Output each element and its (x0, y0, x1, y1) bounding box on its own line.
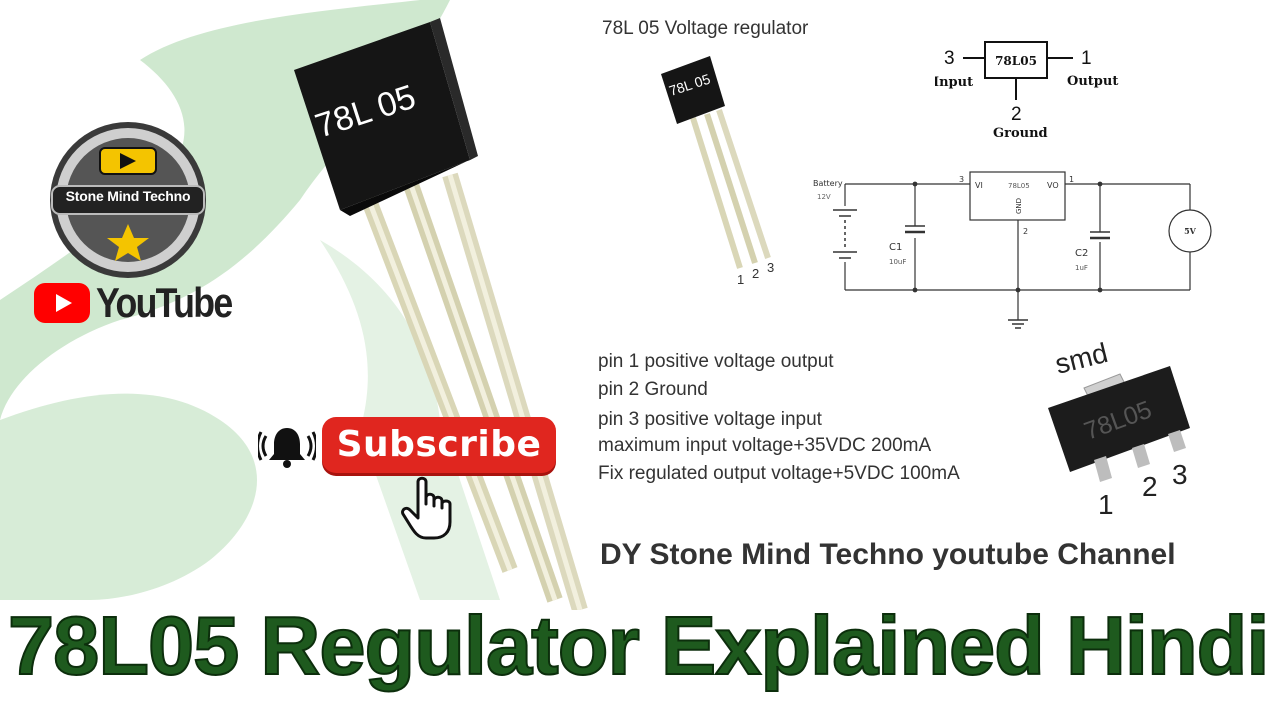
headline: 78L05 Regulator Explained Hindi (7, 598, 1270, 693)
schematic-c1-value: 10uF (889, 258, 906, 266)
schematic-battery-label: Battery (813, 179, 843, 188)
hand-pointer-icon (401, 476, 452, 540)
schematic-c2-label: C2 (1075, 248, 1088, 259)
pin-diagram-chip-label: 78L05 (995, 54, 1037, 68)
schematic-battery-voltage: 12V (817, 193, 831, 201)
pin-diagram-ground-pin: 2 (1011, 104, 1022, 125)
subscribe-button[interactable]: Subscribe (322, 417, 556, 473)
small-transistor-pin-2: 2 (752, 266, 759, 281)
star-icon (107, 224, 149, 261)
schematic-pin3: 3 (959, 175, 964, 184)
schematic-c2-value: 1uF (1075, 264, 1088, 272)
channel-logo-name: Stone Mind Techno (65, 188, 191, 204)
pin-diagram-output-pin: 1 (1081, 48, 1092, 69)
pin-diagram: 78L05 3 1 2 Input Output Ground (935, 41, 1118, 141)
pin-diagram-output-label: Output (1067, 74, 1118, 89)
schematic-pin2: 2 (1023, 227, 1028, 236)
small-transistor-pin-1: 1 (737, 272, 744, 287)
spec-line: Fix regulated output voltage+5VDC 100mA (598, 463, 960, 484)
spec-line: pin 3 positive voltage input (598, 409, 822, 430)
schematic-ic-label: 78L05 (1008, 182, 1030, 190)
schematic-vi-label: VI (975, 181, 983, 190)
small-transistor-image: 78L 05 1 2 3 (661, 56, 774, 287)
schematic-vo-label: VO (1047, 181, 1059, 190)
schematic-pin1: 1 (1069, 175, 1074, 184)
schematic-meter-label: 5V (1184, 226, 1197, 236)
spec-line: pin 2 Ground (598, 379, 708, 400)
play-icon (99, 147, 157, 175)
channel-line: DY Stone Mind Techno youtube Channel (600, 538, 1176, 571)
spec-line: maximum input voltage+35VDC 200mA (598, 435, 932, 456)
schematic-gnd-label: GND (1015, 198, 1023, 214)
channel-logo: Stone Mind Techno (48, 120, 208, 280)
youtube-badge: YouTube (34, 278, 233, 328)
smd-pin-2: 2 (1142, 471, 1158, 502)
small-transistor-pin-3: 3 (767, 260, 774, 275)
youtube-play-icon (34, 283, 90, 323)
smd-pin-3: 3 (1172, 459, 1188, 490)
small-title: 78L 05 Voltage regulator (602, 18, 809, 39)
pin-diagram-ground-label: Ground (993, 126, 1048, 141)
youtube-label: YouTube (96, 279, 233, 326)
schematic-c1-label: C1 (889, 242, 902, 253)
smd-label: smd (1052, 337, 1111, 380)
pin-diagram-input-label: Input (935, 75, 973, 90)
pin-diagram-input-pin: 3 (944, 48, 955, 69)
smd-package-image: smd 78L05 1 2 3 (1048, 337, 1190, 520)
spec-line: pin 1 positive voltage output (598, 351, 834, 372)
smd-pin-1: 1 (1098, 489, 1114, 520)
regulator-schematic: Battery 12V C1 10uF C2 1uF 78L05 VI VO G… (813, 171, 1212, 329)
large-transistor-image: 78L 05 (294, 18, 588, 610)
bell-icon (258, 428, 316, 468)
